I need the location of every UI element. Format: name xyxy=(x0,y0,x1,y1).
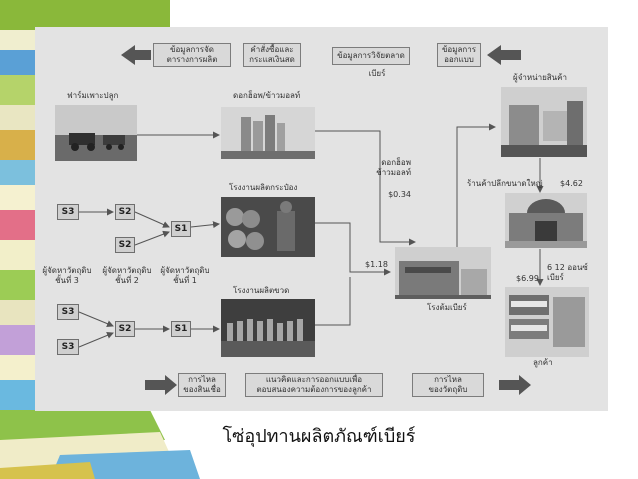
containers-price-label: $1.18 xyxy=(365,260,388,269)
beer-pack-photo xyxy=(505,287,589,357)
distributor-photo xyxy=(501,87,587,157)
bottle-factory-label: โรงงานผลิตขวด xyxy=(233,286,290,295)
farm-label: ฟาร์มเพาะปลูก xyxy=(67,91,119,100)
farm-photo xyxy=(55,105,137,161)
supplier-s1-box: S1 xyxy=(171,221,191,237)
supermarket-photo xyxy=(505,193,587,248)
material-flow-box: การไหล ของวัตถุดิบ xyxy=(412,373,484,397)
hops-malt-label: ดอกฮ็อพ/ข้าวมอลท์ xyxy=(233,91,301,100)
hops-malt-link-label: ดอกฮ็อพ ข้าวมอลท์ xyxy=(376,158,411,177)
hops-price-label: $0.34 xyxy=(388,190,411,199)
supplier-tier2-label: ผู้จัดหาวัตถุดิบ ชั้นที่ 2 xyxy=(102,266,152,285)
supplier-s3-box: S3 xyxy=(57,304,79,320)
customer-label: ลูกค้า xyxy=(533,358,553,367)
grain-silo-photo xyxy=(221,107,315,159)
supply-chain-diagram: ข้อมูลการจัด ตารางการผลิต คำสั่งซื้อและ … xyxy=(35,27,608,411)
retail-price-label: $4.62 xyxy=(560,179,583,188)
supplier-s3-box: S3 xyxy=(57,204,79,220)
supplier-s3-box: S3 xyxy=(57,339,79,355)
consumer-price-label: $6.99 xyxy=(516,274,539,283)
distributor-label: ผู้จำหน่ายสินค้า xyxy=(513,73,567,82)
design-info-box: ข้อมูลการ ออกแบบ xyxy=(437,43,481,67)
supplier-s2-box: S2 xyxy=(115,204,135,220)
can-factory-photo xyxy=(221,197,315,257)
brewery-photo xyxy=(395,247,491,299)
market-research-box: ข้อมูลการวิจัยตลาด xyxy=(332,47,410,65)
supplier-s1-box: S1 xyxy=(171,321,191,337)
pack-size-label: 6 12 ออนซ์ เบียร์ xyxy=(547,263,588,282)
cash-flow-box: การไหล ของสินเชื่อ xyxy=(178,373,226,397)
orders-payments-box: คำสั่งซื้อและ กระแสเงินสด xyxy=(243,43,301,67)
supplier-tier3-label: ผู้จัดหาวัตถุดิบ ชั้นที่ 3 xyxy=(42,266,92,285)
can-factory-label: โรงงานผลิตกระป๋อง xyxy=(229,183,298,192)
diagram-connectors xyxy=(78,45,544,395)
beer-label: เบียร์ xyxy=(368,69,386,78)
supermarket-label: ร้านค้าปลีกขนาดใหญ่ xyxy=(467,179,543,188)
supplier-s2-box: S2 xyxy=(115,321,135,337)
page-caption: โซ่อุปทานผลิตภัณฑ์เบียร์ xyxy=(222,426,416,447)
design-concept-box: แนวคิดและการออกแบบเพื่อ ตอบสนองความต้องก… xyxy=(245,373,383,397)
supplier-s2-box: S2 xyxy=(115,237,135,253)
supplier-tier1-label: ผู้จัดหาวัตถุดิบ ชั้นที่ 1 xyxy=(160,266,210,285)
production-schedule-box: ข้อมูลการจัด ตารางการผลิต xyxy=(153,43,231,67)
bottle-factory-photo xyxy=(221,299,315,357)
brewery-label: โรงต้มเบียร์ xyxy=(427,303,467,312)
